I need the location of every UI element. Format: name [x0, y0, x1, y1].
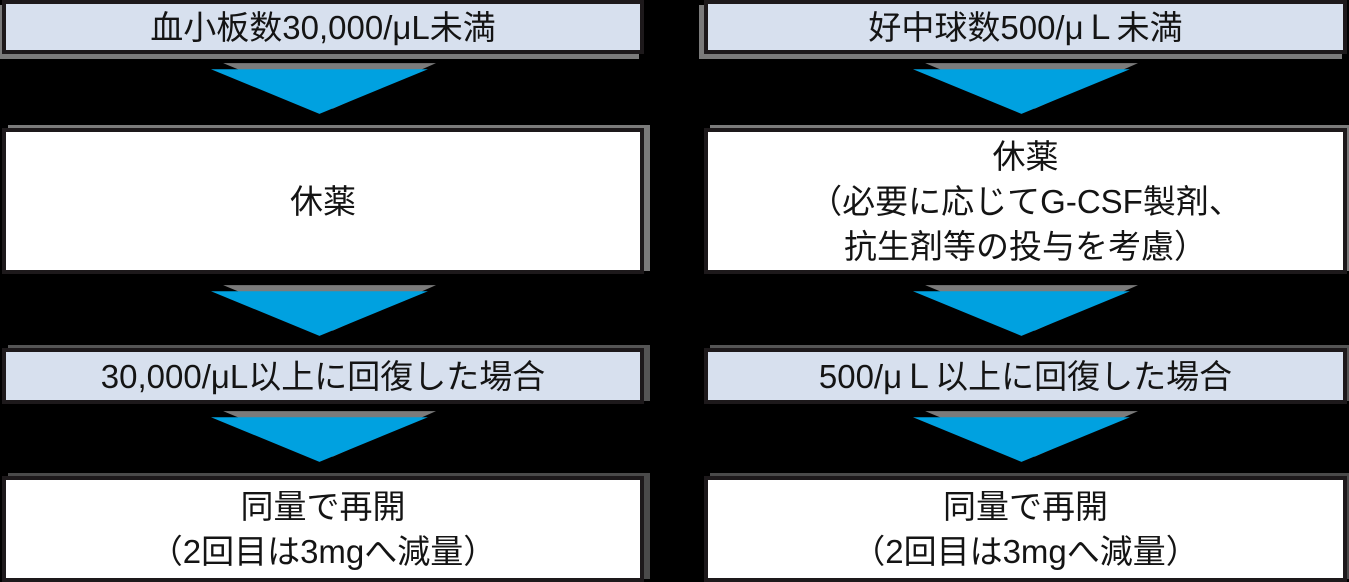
- down-arrow-icon: [913, 285, 1138, 336]
- action-text: 休薬: [290, 182, 356, 220]
- down-arrow-icon: [210, 63, 436, 114]
- down-arrow-icon: [913, 411, 1138, 462]
- flow-arrow-zone: [704, 62, 1347, 126]
- condition-box-neutrophil-recovered: 500/μＬ以上に回復した場合: [704, 348, 1347, 404]
- condition-box-platelet-low: 血小板数30,000/μL未満: [2, 0, 644, 54]
- down-arrow-icon: [913, 63, 1138, 114]
- down-arrow-icon: [210, 411, 436, 462]
- action-box-withhold: 休薬: [2, 128, 644, 274]
- action-text: 休薬: [992, 137, 1059, 175]
- action-box-withhold-gcsf: 休薬 （必要に応じてG-CSF製剤、 抗生剤等の投与を考慮）: [704, 128, 1347, 274]
- flow-arrow-zone: [704, 410, 1347, 474]
- action-text: 同量で再開: [943, 488, 1108, 525]
- condition-text: 30,000/μL以上に回復した場合: [100, 357, 546, 395]
- condition-text: 500/μＬ以上に回復した場合: [818, 357, 1233, 395]
- flow-arrow-zone: [2, 62, 644, 126]
- action-text: 抗生剤等の投与を考慮）: [844, 227, 1207, 265]
- down-arrow-icon: [210, 285, 436, 336]
- condition-text: 血小板数30,000/μL未満: [150, 8, 496, 46]
- action-text: （2回目は3mgへ減量）: [852, 533, 1199, 570]
- action-text: （2回目は3mgへ減量）: [149, 533, 497, 570]
- condition-text: 好中球数500/μＬ未満: [868, 8, 1183, 46]
- flow-column-neutrophil: 好中球数500/μＬ未満 休薬 （必要に応じてG-CSF製剤、 抗生剤等の投与を…: [704, 0, 1347, 582]
- flow-arrow-zone: [2, 284, 644, 346]
- condition-box-neutrophil-low: 好中球数500/μＬ未満: [704, 0, 1347, 54]
- action-text: 同量で再開: [240, 488, 406, 525]
- flow-arrow-zone: [2, 410, 644, 474]
- flow-column-platelet: 血小板数30,000/μL未満 休薬 30,000/μL以上に回復した場合: [2, 0, 644, 582]
- action-box-resume: 同量で再開 （2回目は3mgへ減量）: [2, 476, 644, 582]
- flow-arrow-zone: [704, 284, 1347, 346]
- action-text: （必要に応じてG-CSF製剤、: [809, 182, 1242, 220]
- action-box-resume: 同量で再開 （2回目は3mgへ減量）: [704, 476, 1347, 582]
- condition-box-platelet-recovered: 30,000/μL以上に回復した場合: [2, 348, 644, 404]
